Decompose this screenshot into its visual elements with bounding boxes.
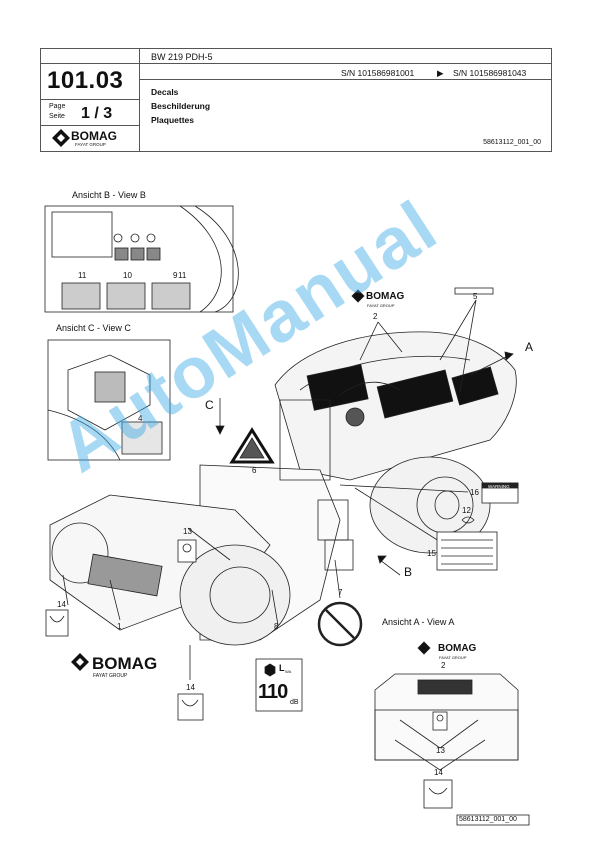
brand-sub: FAYAT GROUP: [75, 142, 106, 147]
serial-to: S/N 101586981043: [453, 68, 527, 78]
page-label: Page: [49, 103, 66, 110]
callout-11: 11: [78, 271, 87, 280]
title-en: Decals: [151, 87, 179, 97]
callout-4: 4: [138, 414, 143, 423]
title-block: 101.03 Page Seite 1 / 3 BOMAG FAYAT GROU…: [40, 48, 552, 152]
view-marker-a: A: [525, 340, 534, 354]
view-b-title: Ansicht B - View B: [72, 190, 146, 200]
view-marker-c: C: [205, 398, 214, 412]
callout-11: 11: [178, 271, 187, 280]
callout-10: 10: [123, 271, 132, 280]
callout-9: 9: [173, 271, 178, 280]
callout-14: 14: [57, 600, 66, 609]
noise-unit: dB: [290, 699, 299, 706]
title-fr: Plaquettes: [151, 115, 194, 125]
noise-label: L: [279, 663, 285, 673]
noise-label-sub: WA: [285, 669, 292, 674]
doc-number: 101.03: [47, 67, 124, 94]
callout-8: 8: [274, 622, 279, 631]
model-name: BW 219 PDH-5: [151, 52, 213, 62]
doc-ref: 58613112_001_00: [483, 139, 541, 146]
callout-1: 1: [117, 622, 122, 631]
serial-from: S/N 101586981001: [341, 68, 415, 78]
serial-arrow-icon: ▶: [437, 68, 444, 78]
view-c-title: Ansicht C - View C: [56, 323, 131, 333]
callout-12: 12: [462, 506, 471, 515]
callout-14: 14: [186, 683, 195, 692]
callout-7: 7: [338, 588, 343, 597]
divider: [41, 99, 139, 100]
brand-sub: FAYAT GROUP: [93, 673, 128, 679]
brand-logo: BOMAG: [92, 654, 158, 673]
brand-logo: BOMAG: [366, 291, 405, 302]
callout-13: 13: [436, 746, 445, 755]
page-label: Seite: [49, 113, 65, 120]
callout-2: 2: [441, 661, 446, 670]
view-marker-b: B: [404, 565, 413, 579]
callout-2: 2: [373, 312, 378, 321]
divider: [41, 125, 139, 126]
callout-14: 14: [434, 768, 443, 777]
callout-15: 15: [427, 549, 436, 558]
bomag-logo-icon: [52, 129, 70, 147]
divider: [139, 49, 140, 151]
bomag-logo-icon: [71, 653, 89, 671]
divider: [139, 79, 551, 80]
callout-6: 6: [252, 466, 257, 475]
warning-decal-text: WARNING: [488, 484, 510, 489]
divider: [41, 63, 551, 64]
footer-ref: 58613112_001_00: [459, 816, 517, 823]
view-a-title: Ansicht A - View A: [382, 617, 455, 627]
brand-logo: BOMAG: [438, 643, 477, 654]
noise-value: 110: [258, 681, 288, 703]
brand-logo: BOMAG: [71, 129, 117, 143]
brand-sub: FAYAT GROUP: [439, 655, 467, 660]
title-de: Beschilderung: [151, 101, 211, 111]
callout-16: 16: [470, 488, 479, 497]
callout-13: 13: [183, 527, 192, 536]
callout-5: 5: [473, 292, 478, 301]
brand-sub: FAYAT GROUP: [367, 303, 395, 308]
page-number: 1 / 3: [81, 105, 113, 122]
